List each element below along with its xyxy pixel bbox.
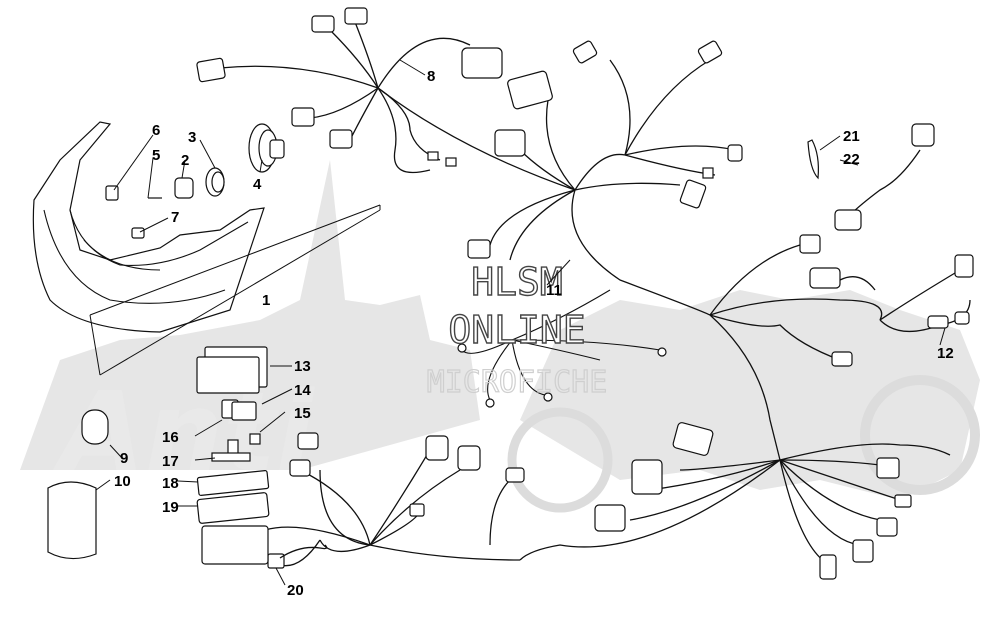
ground-leads — [457, 289, 667, 408]
callout-19: 19 — [162, 499, 179, 516]
callout-8: 8 — [427, 68, 435, 85]
callout-6: 6 — [152, 122, 160, 139]
callout-2: 2 — [181, 152, 189, 169]
callout-leaders — [95, 59, 946, 586]
harness-lower — [264, 422, 951, 580]
callout-7: 7 — [171, 209, 179, 226]
callout-18: 18 — [162, 475, 179, 492]
watermark-line-2: ONLINE — [448, 308, 585, 352]
callout-5: 5 — [152, 147, 160, 164]
callout-21: 21 — [843, 128, 860, 145]
callout-11: 11 — [546, 282, 562, 299]
callout-16: 16 — [162, 429, 179, 446]
callout-15: 15 — [294, 405, 311, 422]
callout-20: 20 — [287, 582, 304, 599]
callout-12: 12 — [937, 345, 954, 362]
callout-4: 4 — [253, 176, 262, 193]
callout-3: 3 — [188, 129, 196, 146]
callout-numbers: 1 2 3 4 5 6 7 8 9 10 11 12 13 14 15 16 1… — [114, 68, 954, 599]
watermark-line-3: MICROFICHE — [427, 365, 608, 400]
harness-upper — [196, 7, 576, 191]
watermark-line-1: HLSM — [471, 260, 563, 304]
bulb-parts — [105, 123, 285, 239]
callout-1: 1 — [262, 292, 270, 309]
callout-9: 9 — [120, 450, 128, 467]
callout-10: 10 — [114, 473, 131, 490]
callout-22: 22 — [843, 151, 860, 168]
harness-right-upper — [467, 40, 743, 316]
headlight-assembly — [32, 121, 381, 376]
callout-14: 14 — [294, 382, 311, 399]
sensor-lead-22 — [807, 123, 935, 231]
harness-right-mid — [709, 234, 974, 461]
callout-13: 13 — [294, 358, 311, 375]
fuse-box-parts — [47, 346, 270, 565]
callout-17: 17 — [162, 453, 179, 470]
watermark-text: HLSM ONLINE MICROFICHE — [426, 259, 608, 400]
